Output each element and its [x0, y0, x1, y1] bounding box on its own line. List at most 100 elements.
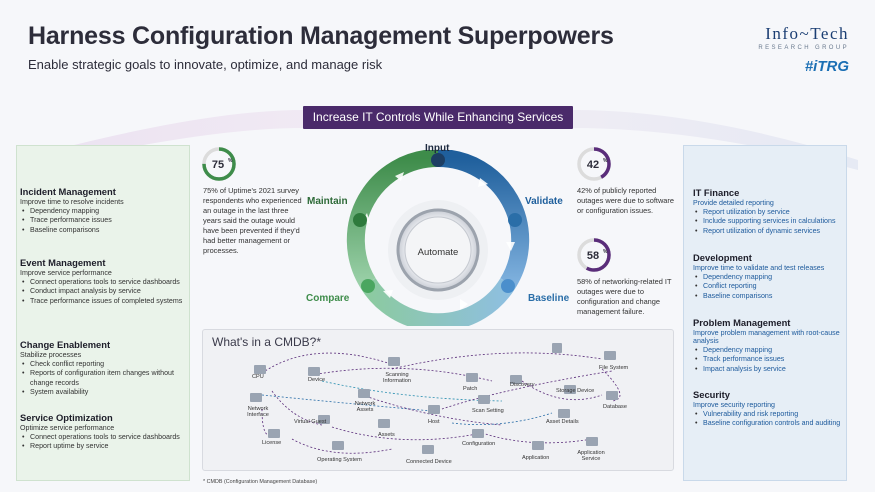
stat-ring-42: 42 %	[577, 147, 611, 181]
list-item: Vulnerability and risk reporting	[693, 410, 853, 420]
cmdb-node-scan-setting: Scan Setting	[472, 408, 504, 414]
cmdb-node-discovery: Discovery	[510, 382, 535, 388]
section-intro: Optimize service performance	[20, 424, 115, 432]
logo-name: Info~Tech	[765, 24, 849, 43]
list-item: Baseline configuration controls and audi…	[693, 419, 853, 429]
cycle-node-maintain	[353, 213, 367, 227]
cycle-node-compare	[361, 279, 375, 293]
list-item: Report utilization by service	[693, 208, 853, 218]
cycle-center-label: Automate	[417, 247, 459, 258]
stat-value: 58	[587, 250, 599, 262]
cycle-label-baseline: Baseline	[528, 293, 570, 304]
cycle-node-validate	[508, 213, 522, 227]
section-title: Incident Management	[20, 186, 116, 197]
stat-ring-75: 75 %	[202, 147, 236, 181]
list-item: Trace performance issues of completed sy…	[20, 297, 184, 307]
stat-value: 75	[212, 159, 224, 171]
cmdb-node-storage-device: Storage Device	[556, 388, 595, 394]
cmdb-node-label: Network Assets	[354, 401, 376, 413]
section-title: Event Management	[20, 257, 106, 268]
cmdb-node-application: Application	[522, 455, 550, 461]
section-incident-management: Incident Management Improve time to reso…	[20, 186, 184, 235]
cycle-node-baseline	[501, 279, 515, 293]
cmdb-title: What's in a CMDB?*	[212, 335, 321, 349]
cycle-label-validate: Validate	[525, 196, 563, 207]
cmdb-node-configuration: Configuration	[462, 441, 496, 447]
list-item: Conflict reporting	[693, 282, 853, 292]
list-item: Conduct impact analysis by service	[20, 287, 184, 297]
list-item: Report uptime by service	[20, 442, 184, 452]
page-subtitle: Enable strategic goals to innovate, opti…	[28, 57, 383, 72]
cmdb-node-patch: Patch	[463, 386, 478, 392]
cmdb-node-network-interface: Network Interface	[244, 406, 272, 418]
cmdb-node-virtual-guest: Virtual Guest	[294, 419, 327, 425]
cycle-label-compare: Compare	[306, 293, 350, 304]
stat-unit: %	[603, 249, 608, 255]
left-panel	[16, 145, 190, 481]
logo-tag: #iTRG	[804, 58, 849, 75]
section-intro: Stabilize processes	[20, 351, 82, 359]
banner: Increase IT Controls While Enhancing Ser…	[303, 106, 573, 129]
list-item: Reports of configuration item changes wi…	[20, 369, 184, 388]
cmdb-node-network-assets: Network Assets	[353, 401, 377, 413]
stat-text-42: 42% of publicly reported outages were du…	[577, 186, 674, 215]
cmdb-node-host: Host	[428, 419, 440, 425]
list-item: Baseline comparisons	[693, 292, 853, 302]
cmdb-footnote: * CMDB (Configuration Management Databas…	[203, 479, 318, 485]
cmdb-node-file-system: File System	[599, 365, 629, 371]
cycle-label-maintain: Maintain	[307, 196, 348, 207]
stat-value: 42	[587, 159, 599, 171]
section-intro: Improve problem management with root-cau…	[693, 329, 840, 345]
list-item: Impact analysis by service	[693, 365, 853, 375]
cycle-node-input	[431, 153, 445, 167]
list-item: Dependency mapping	[693, 346, 853, 356]
cmdb-node-database: Database	[603, 404, 627, 410]
section-title: Change Enablement	[20, 339, 111, 350]
list-item: Connect operations tools to service dash…	[20, 433, 184, 443]
cmdb-node-label: Application Service	[577, 450, 605, 462]
stat-text-58: 58% of networking-related IT outages wer…	[577, 277, 672, 316]
stat-unit: %	[228, 158, 233, 164]
list-item: System availability	[20, 388, 184, 398]
list-item: Report utilization of dynamic services	[693, 227, 853, 237]
section-problem-management: Problem Management Improve problem manag…	[693, 317, 853, 374]
section-intro: Improve time to validate and test releas…	[693, 264, 825, 272]
section-title: Problem Management	[693, 317, 791, 328]
section-intro: Improve time to resolve incidents	[20, 198, 124, 206]
cmdb-node-cpu: CPU	[252, 374, 264, 380]
cmdb-node-device: Device	[308, 377, 326, 383]
stat-text-75: 75% of Uptime's 2021 survey respondents …	[203, 186, 302, 255]
cmdb-node-scanning-information: Scanning Information	[382, 372, 412, 384]
section-intro: Improve security reporting	[693, 401, 776, 409]
section-intro: Provide detailed reporting	[693, 199, 774, 207]
section-it-finance: IT Finance Provide detailed reporting Re…	[693, 187, 853, 236]
section-change-enablement: Change Enablement Stabilize processes Ch…	[20, 339, 184, 398]
cycle-label-input: Input	[425, 143, 450, 154]
list-item: Check conflict reporting	[20, 360, 184, 370]
list-item: Dependency mapping	[20, 207, 184, 217]
page-title: Harness Configuration Management Superpo…	[28, 22, 614, 50]
section-title: Development	[693, 252, 752, 263]
cmdb-node-operating-system: Operating System	[317, 457, 362, 463]
cmdb-panel	[202, 329, 674, 471]
logo: Info~Tech RESEARCH GROUP #iTRG	[758, 24, 849, 75]
cmdb-node-license: License	[262, 440, 282, 446]
list-item: Connect operations tools to service dash…	[20, 278, 184, 288]
list-item: Trace performance issues	[20, 216, 184, 226]
list-item: Include supporting services in calculati…	[693, 217, 853, 227]
cycle-diagram	[346, 150, 530, 326]
section-intro: Improve service performance	[20, 269, 112, 277]
stat-ring-58: 58 %	[577, 238, 611, 272]
stat-unit: %	[603, 158, 608, 164]
section-title: IT Finance	[693, 187, 740, 198]
cmdb-node-asset-details: Asset Details	[546, 419, 579, 425]
cmdb-node-assets: Assets	[378, 432, 395, 438]
cmdb-node-label: Network Interface	[247, 406, 269, 418]
cmdb-connections	[250, 343, 621, 454]
list-item: Dependency mapping	[693, 273, 853, 283]
cmdb-node-label: Scanning Information	[383, 372, 411, 384]
list-item: Baseline comparisons	[20, 226, 184, 236]
section-service-optimization: Service Optimization Optimize service pe…	[20, 412, 184, 452]
cmdb-node-connected-device: Connected Device	[406, 459, 452, 465]
